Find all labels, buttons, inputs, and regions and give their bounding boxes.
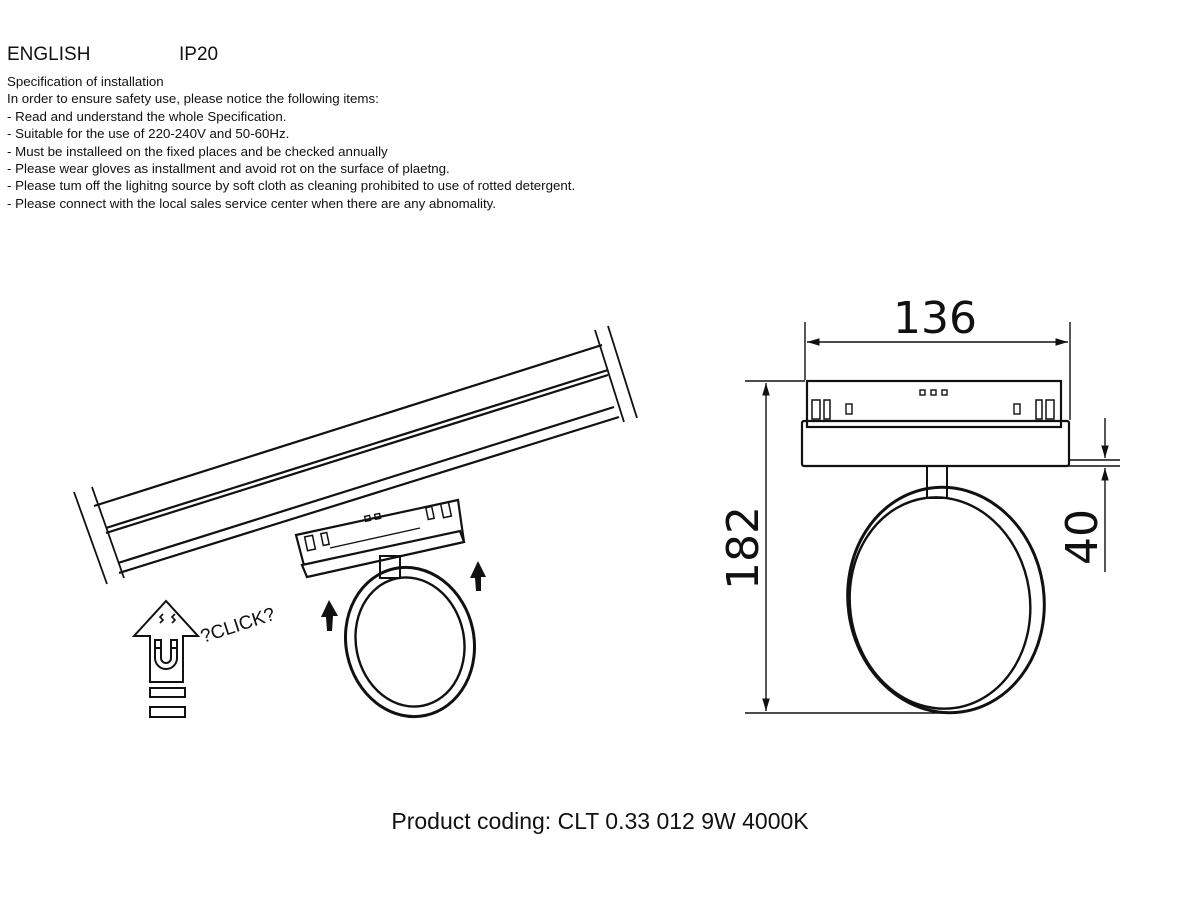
adapter-front-view [800,379,1071,468]
instruction-item: - Please connect with the local sales se… [7,195,497,211]
track-rail [73,325,638,585]
click-label: ?CLICK? [198,604,278,648]
product-coding: Product coding: CLT 0.33 012 9W 4000K [391,808,809,834]
document-header: ENGLISH IP20 [7,44,218,66]
instructions-intro: In order to ensure safety use, please no… [7,91,379,107]
language-label: ENGLISH [7,44,91,65]
instructions-title: Specification of installation [7,74,164,89]
lamp-adapter [294,498,466,579]
instruction-item: - Please wear gloves as installment and … [7,161,450,177]
lamp-stem [926,465,948,499]
height-dimension-label: 182 [718,506,769,590]
insert-arrow-icon [321,561,486,631]
ip-rating-label: IP20 [179,44,219,65]
dimension-drawing [800,379,1071,715]
instruction-item: - Read and understand the whole Specific… [7,108,287,124]
dimension-lines [745,322,1120,714]
installation-illustration [73,325,638,719]
lamp-head [343,555,477,719]
depth-dimension-label: 40 [1057,509,1108,565]
magnet-click-icon [131,599,201,718]
instruction-item: - Please tum off the lighitng source by … [7,178,576,194]
instruction-item: - Must be installeed on the fixed places… [7,143,388,159]
instruction-item: - Suitable for the use of 220-240V and 5… [7,126,290,142]
lamp-head-side-view [846,485,1046,715]
width-dimension-label: 136 [893,293,977,344]
installation-instructions: Specification of installation In order t… [7,73,575,212]
